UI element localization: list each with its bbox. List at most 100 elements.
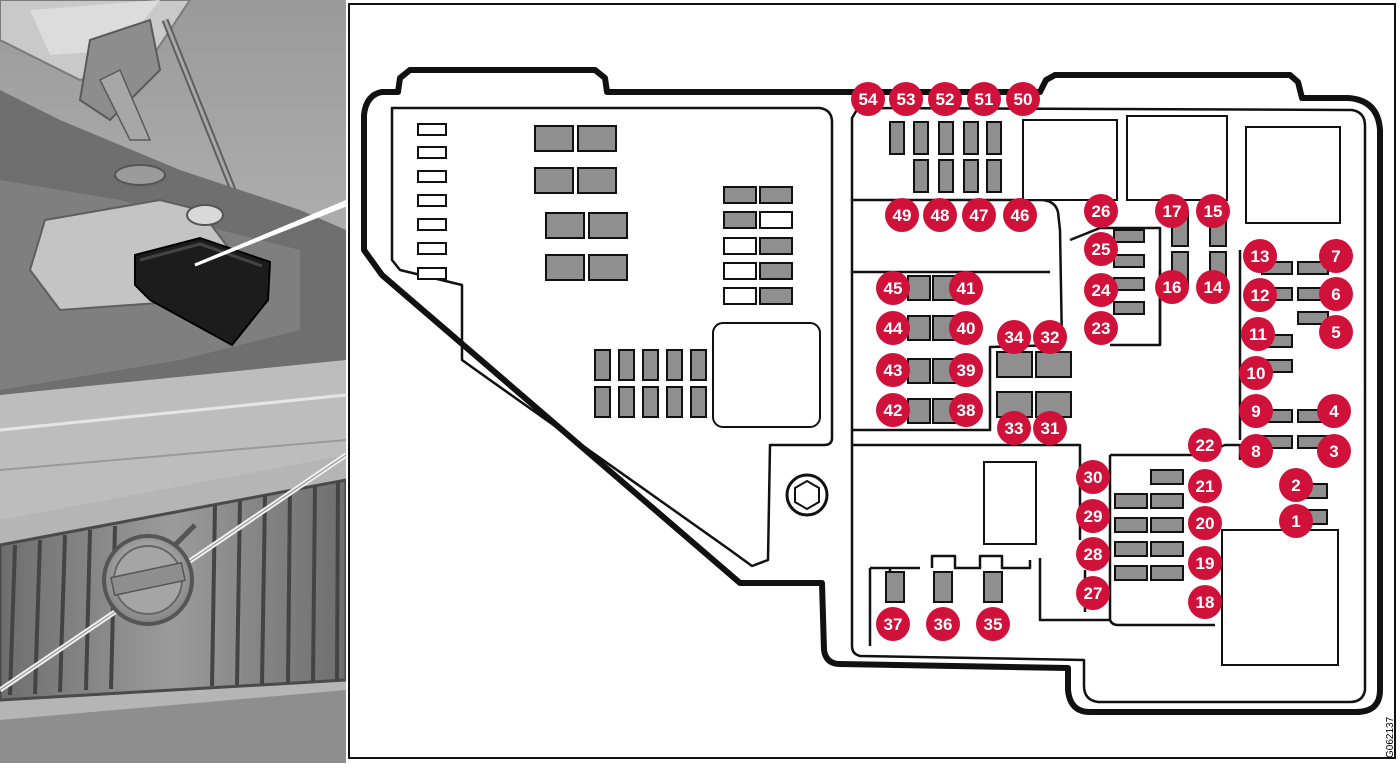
fuse-marker-21: 21	[1188, 469, 1222, 503]
fuse-marker-20: 20	[1188, 506, 1222, 540]
car-engine-bay-illustration	[0, 0, 346, 763]
fuse-marker-circle	[967, 82, 1001, 116]
fuse-marker-label: 40	[957, 319, 976, 338]
fuse-marker-label: 46	[1011, 206, 1030, 225]
fuse-marker-label: 2	[1291, 476, 1300, 495]
fuse-marker-label: 26	[1092, 202, 1111, 221]
fuse-marker-19: 19	[1188, 546, 1222, 580]
fuse-marker-15: 15	[1196, 194, 1230, 228]
fuse-marker-14: 14	[1196, 270, 1230, 304]
fuse-marker-label: 25	[1092, 240, 1111, 259]
fuse-marker-label: 45	[884, 279, 903, 298]
fuse-marker-circle	[997, 411, 1031, 445]
fuse-marker-circle	[1155, 194, 1189, 228]
fuse-marker-label: 8	[1251, 442, 1260, 461]
fuse-marker-label: 38	[957, 401, 976, 420]
fuse-marker-label: 1	[1291, 512, 1300, 531]
fuse-marker-label: 14	[1204, 278, 1223, 297]
fuse-marker-circle	[949, 271, 983, 305]
fuse-marker-24: 24	[1084, 273, 1118, 307]
fuse-marker-circle	[1319, 277, 1353, 311]
fuse-marker-30: 30	[1076, 460, 1110, 494]
fuse-marker-circle	[1196, 194, 1230, 228]
fuse-marker-circle	[962, 198, 996, 232]
fuse-marker-circle	[1239, 394, 1273, 428]
fuse-marker-circle	[1076, 499, 1110, 533]
fuse-marker-circle	[1279, 468, 1313, 502]
fuse-marker-label: 19	[1196, 554, 1215, 573]
fuse-marker-circle	[876, 353, 910, 387]
fuse-marker-9: 9	[1239, 394, 1273, 428]
fuse-marker-51: 51	[967, 82, 1001, 116]
fuse-marker-5: 5	[1319, 315, 1353, 349]
fuse-marker-label: 50	[1014, 90, 1033, 109]
fuse-marker-17: 17	[1155, 194, 1189, 228]
fuse-marker-label: 41	[957, 279, 976, 298]
fuse-marker-35: 35	[976, 607, 1010, 641]
fuse-marker-circle	[876, 393, 910, 427]
fuse-marker-label: 9	[1251, 402, 1260, 421]
fuse-marker-circle	[1188, 428, 1222, 462]
figure-reference-code: G062137	[1385, 716, 1396, 758]
fuse-marker-label: 17	[1163, 202, 1182, 221]
fuse-marker-label: 37	[884, 615, 903, 634]
fuse-marker-39: 39	[949, 353, 983, 387]
fuse-marker-circle	[1243, 278, 1277, 312]
fuse-marker-label: 7	[1331, 247, 1340, 266]
fuse-marker-circle	[876, 607, 910, 641]
fuse-marker-23: 23	[1084, 311, 1118, 345]
fuse-marker-circle	[949, 353, 983, 387]
fuse-marker-label: 27	[1084, 584, 1103, 603]
fuse-marker-circle	[949, 311, 983, 345]
fuse-marker-7: 7	[1319, 239, 1353, 273]
fuse-marker-16: 16	[1155, 270, 1189, 304]
fuse-marker-label: 16	[1163, 278, 1182, 297]
fuse-marker-label: 51	[975, 90, 994, 109]
fuse-marker-45: 45	[876, 271, 910, 305]
fuse-marker-13: 13	[1243, 239, 1277, 273]
fuse-marker-label: 48	[931, 206, 950, 225]
fuse-marker-label: 39	[957, 361, 976, 380]
fuse-marker-37: 37	[876, 607, 910, 641]
fuse-marker-label: 24	[1092, 281, 1111, 300]
fuse-marker-circle	[1084, 194, 1118, 228]
fuse-marker-circle	[876, 311, 910, 345]
fuse-marker-circle	[1188, 546, 1222, 580]
fuse-markers: 1234567891011121314151617181920212223242…	[851, 82, 1353, 641]
fuse-marker-52: 52	[928, 82, 962, 116]
fuse-marker-label: 4	[1329, 402, 1339, 421]
fuse-marker-3: 3	[1317, 434, 1351, 468]
fuse-marker-circle	[1188, 585, 1222, 619]
fuse-marker-label: 28	[1084, 545, 1103, 564]
fuse-marker-circle	[923, 198, 957, 232]
fuse-marker-label: 42	[884, 401, 903, 420]
fuse-marker-11: 11	[1241, 317, 1275, 351]
fuse-marker-41: 41	[949, 271, 983, 305]
fuse-marker-12: 12	[1243, 278, 1277, 312]
fuse-marker-32: 32	[1033, 320, 1067, 354]
fuse-marker-circle	[926, 607, 960, 641]
fuse-marker-22: 22	[1188, 428, 1222, 462]
fuse-marker-label: 29	[1084, 507, 1103, 526]
fuse-marker-50: 50	[1006, 82, 1040, 116]
fuse-marker-label: 21	[1196, 477, 1215, 496]
fuse-marker-36: 36	[926, 607, 960, 641]
fuse-marker-circle	[1084, 311, 1118, 345]
fuse-marker-1: 1	[1279, 504, 1313, 538]
fuse-marker-label: 12	[1251, 286, 1270, 305]
fuse-marker-4: 4	[1317, 394, 1351, 428]
fuse-marker-40: 40	[949, 311, 983, 345]
fuse-marker-label: 54	[859, 90, 878, 109]
fuse-marker-circle	[1076, 460, 1110, 494]
fuse-marker-label: 36	[934, 615, 953, 634]
fuse-marker-circle	[1196, 270, 1230, 304]
fuse-marker-label: 30	[1084, 468, 1103, 487]
fuse-marker-44: 44	[876, 311, 910, 345]
fuse-marker-circle	[1239, 356, 1273, 390]
fuse-marker-label: 49	[893, 206, 912, 225]
fuse-marker-circle	[1084, 273, 1118, 307]
fuse-marker-label: 34	[1005, 328, 1024, 347]
fuse-marker-circle	[1084, 232, 1118, 266]
fuse-marker-54: 54	[851, 82, 885, 116]
fuse-marker-circle	[1317, 394, 1351, 428]
